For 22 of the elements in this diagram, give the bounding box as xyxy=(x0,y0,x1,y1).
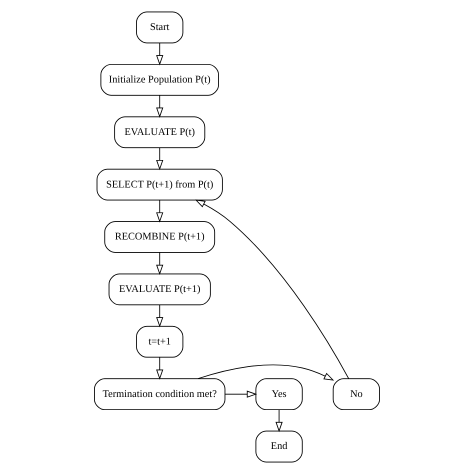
arrow xyxy=(156,147,164,170)
arrow xyxy=(156,94,164,118)
node-box: No xyxy=(332,378,380,410)
node-box: SELECT P(t+1) from P(t) xyxy=(96,168,223,200)
arrow xyxy=(156,42,164,66)
arrow xyxy=(156,200,164,223)
arrow xyxy=(156,252,164,276)
node-box: EVALUATE P(t+1) xyxy=(108,274,211,306)
node-box: EVALUATE P(t) xyxy=(114,116,206,148)
arrow xyxy=(275,409,283,432)
arrow xyxy=(224,390,258,398)
node-box: RECOMBINE P(t+1) xyxy=(104,221,216,253)
node-box: Initialize Population P(t) xyxy=(100,64,219,96)
node-box: t=t+1 xyxy=(136,326,184,358)
arrow xyxy=(198,364,334,381)
node-box: Start xyxy=(136,12,184,44)
node-box: End xyxy=(255,430,303,462)
arrow xyxy=(194,200,350,380)
arrow xyxy=(156,356,164,380)
node-box: Termination condition met? xyxy=(94,378,226,410)
arrow xyxy=(156,304,164,328)
node-box: Yes xyxy=(255,378,303,410)
